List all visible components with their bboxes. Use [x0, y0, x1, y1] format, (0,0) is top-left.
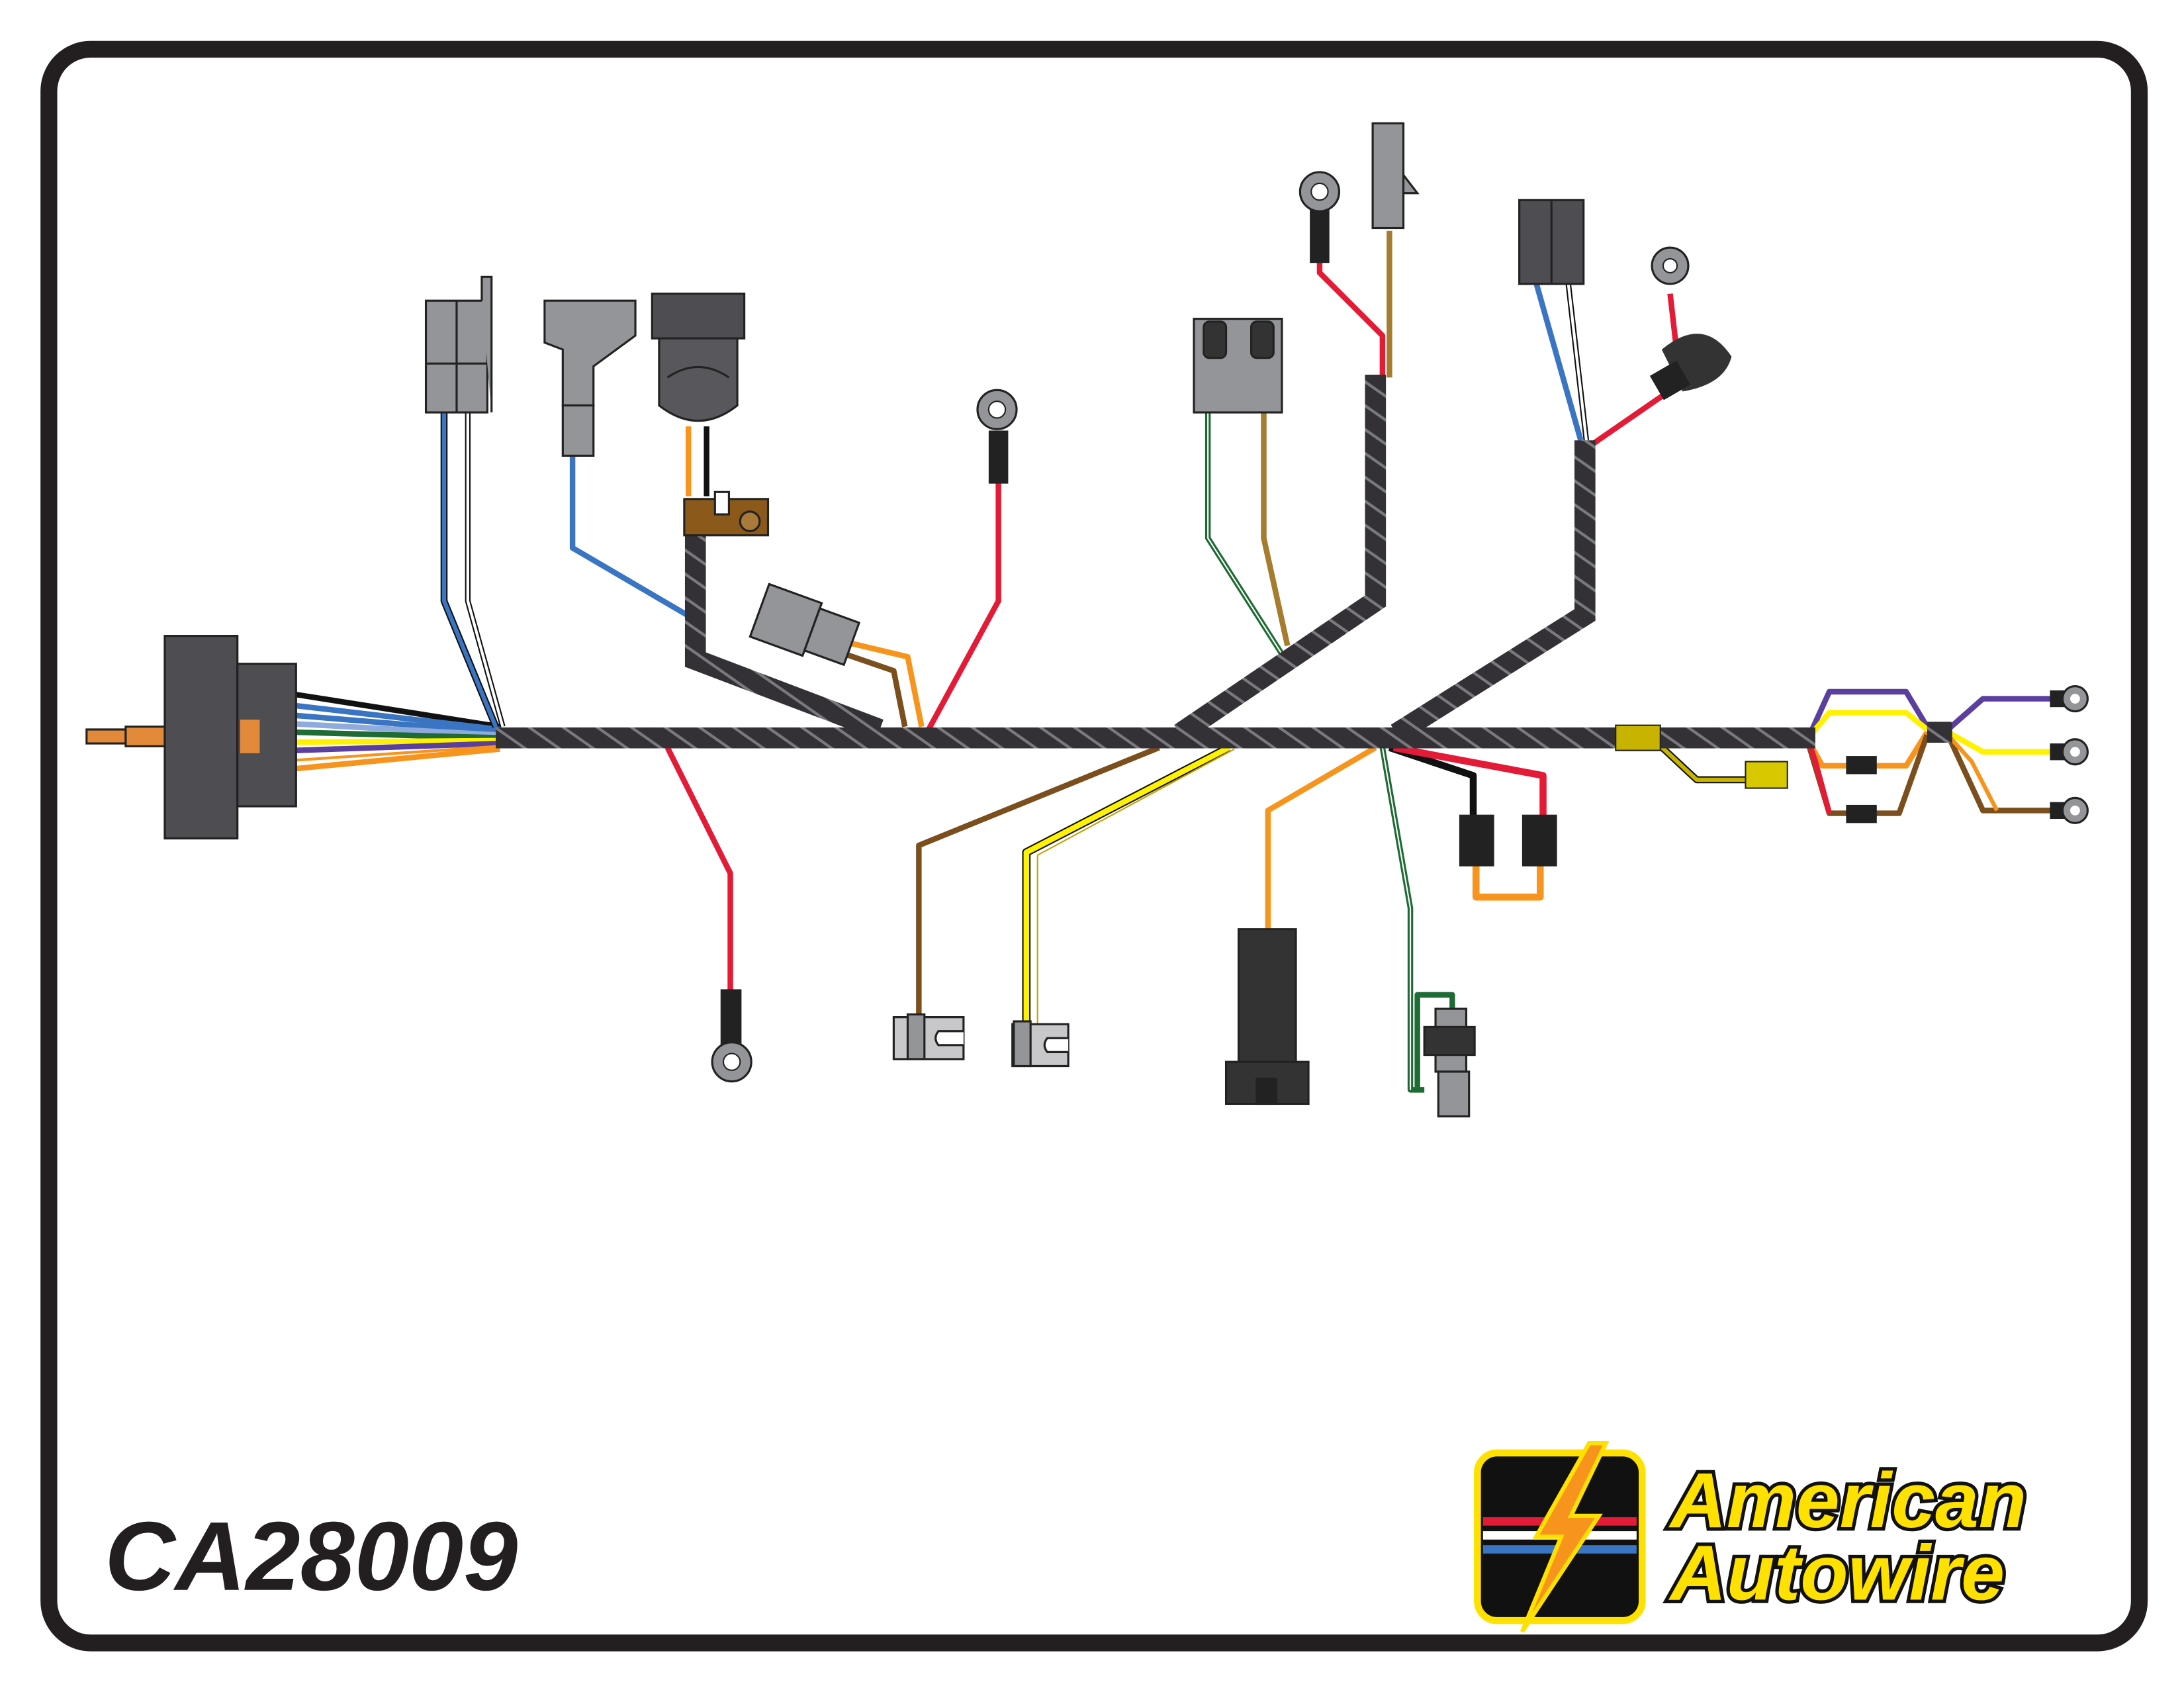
fuse-holders	[1459, 814, 1557, 867]
ring-terminals-right	[2050, 684, 2089, 824]
connector-gray-flag	[543, 299, 637, 457]
lightning-bolt-icon	[1520, 1441, 1610, 1633]
ring-terminal-red-top	[976, 389, 1018, 484]
ring-terminal-grommet	[1649, 246, 1732, 400]
main-connector-wires	[295, 692, 501, 772]
main-bulkhead-connector	[85, 635, 297, 840]
connector-top-left	[424, 275, 493, 414]
logo-text-line1: American	[1668, 1457, 2026, 1544]
spade-terminal-brown	[892, 1013, 965, 1060]
inline-fuses-right	[1846, 756, 1877, 823]
ground-clip	[683, 491, 770, 537]
ring-terminal-bottom	[711, 989, 752, 1083]
yellow-pigtail-ends	[1615, 724, 1788, 789]
connector-small-inline	[749, 583, 861, 667]
american-autowire-logo: American Autowire	[1474, 1441, 2030, 1633]
connector-two-pin	[1193, 318, 1283, 414]
part-number: CA28009	[105, 1502, 518, 1611]
switch-sensor	[1423, 1008, 1476, 1118]
logo-text-line2: Autowire	[1668, 1529, 2005, 1617]
diagram-frame	[40, 40, 2148, 1652]
connector-top-right	[1518, 199, 1585, 285]
connector-spade	[1371, 122, 1420, 230]
ring-terminal-top-center	[1298, 171, 1341, 263]
connector-weatherpack	[1224, 928, 1310, 1105]
harness-loom	[496, 375, 1952, 749]
connector-black	[651, 293, 746, 422]
spade-terminal-yellow	[1011, 1020, 1069, 1068]
